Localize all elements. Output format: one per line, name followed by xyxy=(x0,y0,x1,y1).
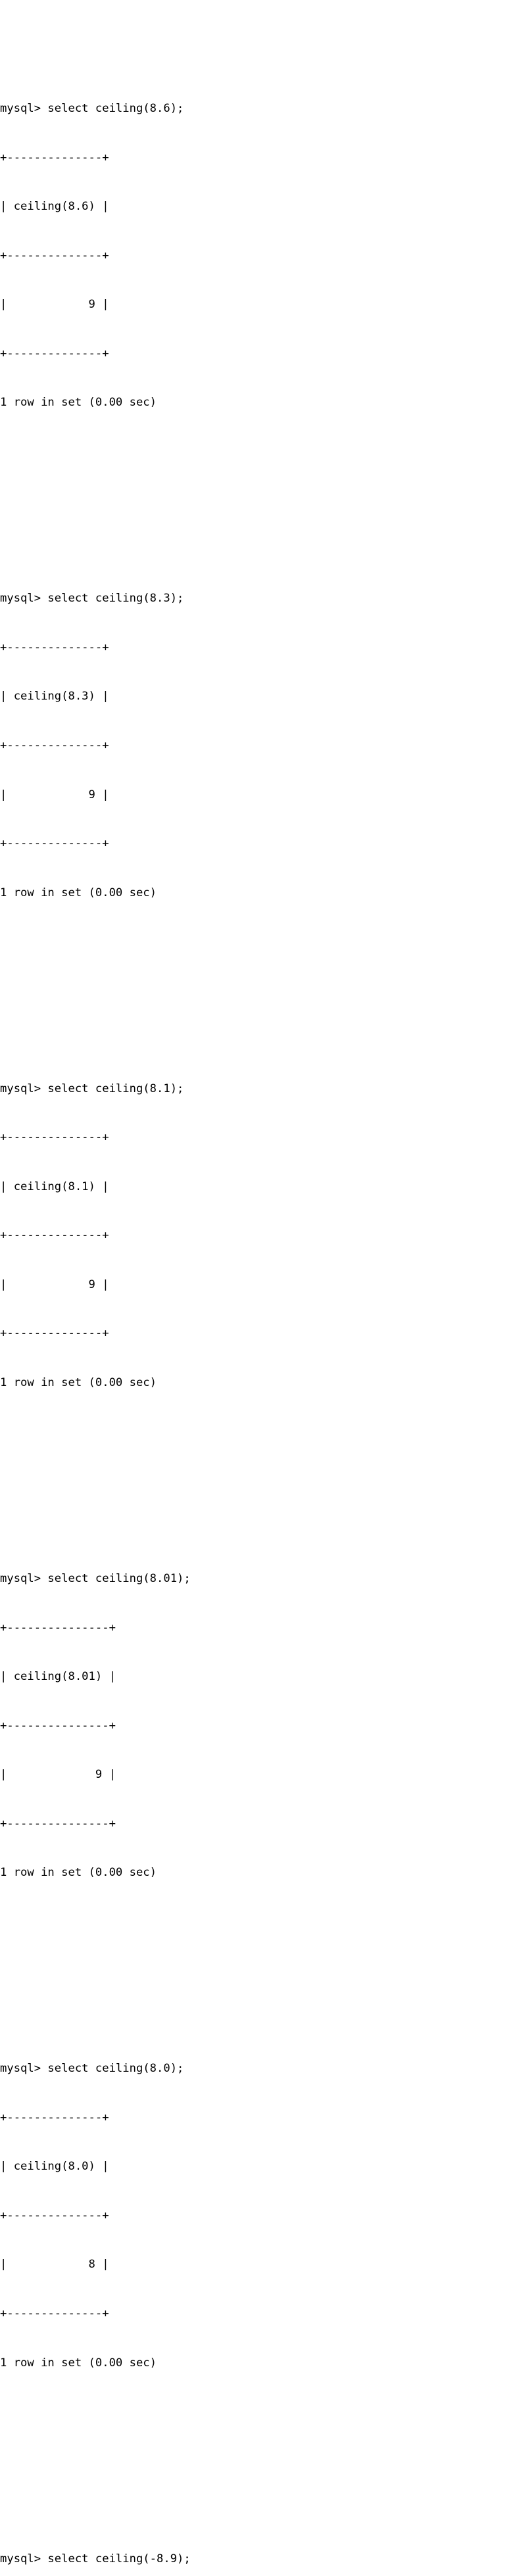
table-top-rule: +--------------+ xyxy=(0,151,109,164)
result-status-line: 1 row in set (0.00 sec) xyxy=(0,396,157,410)
table-value-row: | 9 | xyxy=(0,788,109,801)
table-bottom-rule: +---------------+ xyxy=(0,1817,116,1830)
query-block: mysql> select ceiling(8.0); +-----------… xyxy=(0,2028,517,2453)
table-header-row: | ceiling(8.0) | xyxy=(0,2160,109,2174)
table-value-row: | 9 | xyxy=(0,298,109,312)
table-bottom-rule: +--------------+ xyxy=(0,346,109,360)
command-line: mysql> select ceiling(8.3); xyxy=(0,592,184,606)
table-header-row: | ceiling(8.6) | xyxy=(0,200,109,214)
query-block: mysql> select ceiling(8.3); +-----------… xyxy=(0,558,517,983)
table-mid-rule: +--------------+ xyxy=(0,1229,109,1243)
result-status-line: 1 row in set (0.00 sec) xyxy=(0,1375,157,1389)
command-line: mysql> select ceiling(8.1); xyxy=(0,1082,184,1095)
query-block: mysql> select ceiling(8.01); +----------… xyxy=(0,1538,517,1963)
result-status-line: 1 row in set (0.00 sec) xyxy=(0,1866,157,1880)
blank-line xyxy=(0,2404,517,2420)
table-mid-rule: +--------------+ xyxy=(0,2208,109,2222)
command-line: mysql> select ceiling(8.01); xyxy=(0,1572,191,1585)
table-top-rule: +--------------+ xyxy=(0,640,109,654)
result-status-line: 1 row in set (0.00 sec) xyxy=(0,886,157,899)
command-line: mysql> select ceiling(8.6); xyxy=(0,102,184,116)
blank-line xyxy=(0,934,517,950)
command-line: mysql> select ceiling(-8.9); xyxy=(0,2552,191,2565)
result-status-line: 1 row in set (0.00 sec) xyxy=(0,2356,157,2370)
blank-line xyxy=(0,1914,517,1930)
table-value-row: | 9 | xyxy=(0,1277,109,1291)
table-bottom-rule: +--------------+ xyxy=(0,1327,109,1341)
blank-line xyxy=(0,444,517,460)
table-value-row: | 9 | xyxy=(0,1768,116,1782)
table-mid-rule: +--------------+ xyxy=(0,738,109,752)
table-header-row: | ceiling(8.3) | xyxy=(0,690,109,704)
command-line: mysql> select ceiling(8.0); xyxy=(0,2062,184,2076)
blank-line xyxy=(0,1423,517,1440)
table-header-row: | ceiling(8.01) | xyxy=(0,1670,116,1684)
table-mid-rule: +--------------+ xyxy=(0,249,109,262)
table-top-rule: +--------------+ xyxy=(0,1131,109,1145)
query-block: mysql> select ceiling(8.1); +-----------… xyxy=(0,1048,517,1473)
table-header-row: | ceiling(8.1) | xyxy=(0,1180,109,1193)
table-top-rule: +---------------+ xyxy=(0,1621,116,1634)
table-value-row: | 8 | xyxy=(0,2258,109,2272)
table-mid-rule: +---------------+ xyxy=(0,1719,116,1732)
query-block: mysql> select ceiling(-8.9); +----------… xyxy=(0,2518,517,2576)
query-block: mysql> select ceiling(8.6); +-----------… xyxy=(0,68,517,492)
table-bottom-rule: +--------------+ xyxy=(0,837,109,851)
table-top-rule: +--------------+ xyxy=(0,2111,109,2124)
table-bottom-rule: +--------------+ xyxy=(0,2306,109,2320)
